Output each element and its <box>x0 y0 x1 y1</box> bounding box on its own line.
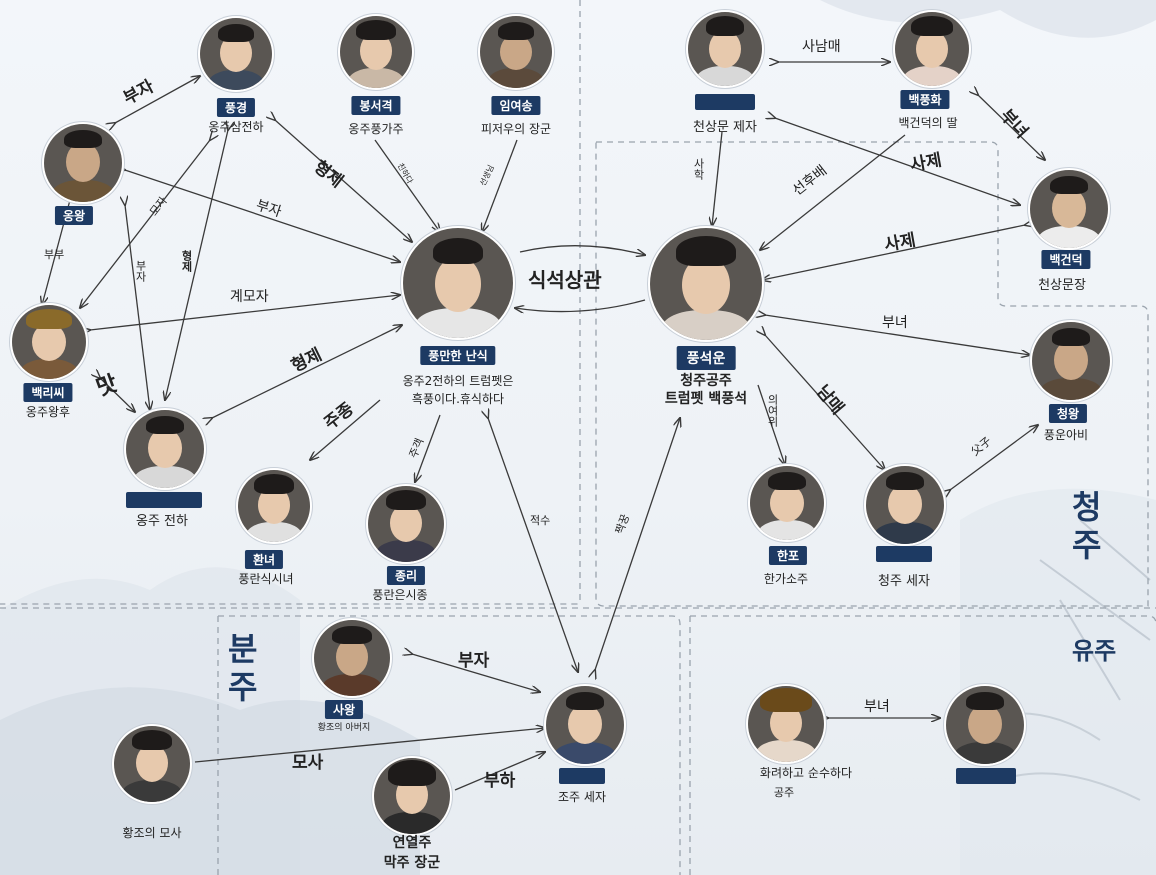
avatar <box>368 486 444 562</box>
nameplate: 옹왕 <box>54 206 94 225</box>
nameplate: 백건덕 <box>1041 250 1091 269</box>
avatar <box>314 620 390 696</box>
relation-label: 사제 <box>908 150 944 176</box>
avatar <box>126 410 204 488</box>
description: 연열주 <box>392 835 432 851</box>
relation-label: 형제 <box>180 250 193 272</box>
description: 옹주2전하의 트럼펫은 흑풍이다.휴식하다 <box>402 374 514 406</box>
nameplate: 백리씨 <box>23 383 73 402</box>
avatar <box>340 16 412 88</box>
description: 풍란식시녀 <box>238 572 294 586</box>
nameplate: 사왕 <box>324 700 364 719</box>
avatar <box>1032 322 1110 400</box>
avatar <box>650 228 762 340</box>
relation-label: 부하 <box>484 771 516 791</box>
description: 공주 <box>773 786 795 799</box>
description: 황조의 아버지 <box>317 723 371 733</box>
relation-label: 부녀 <box>882 315 908 331</box>
description: 옹주삼전하 <box>208 120 264 134</box>
nameplate: 종리 <box>386 566 426 585</box>
avatar <box>44 124 122 202</box>
nameplate: 풍만한 난식 <box>420 346 496 365</box>
nameplate <box>956 768 1016 784</box>
relation-label: 부자 <box>134 260 147 282</box>
avatar <box>895 12 969 86</box>
description: 청주공주 트럼펫 백풍석 <box>664 373 748 407</box>
nameplate: 봉서격 <box>351 96 401 115</box>
relation-label: 부자 <box>458 651 490 671</box>
description: 천상문 제자 <box>693 120 757 135</box>
avatar <box>403 228 513 338</box>
description: 청주 세자 <box>878 574 930 589</box>
description: 옹주왕후 <box>25 405 71 419</box>
nameplate: 풍경 <box>216 98 256 117</box>
description: 옹주 전하 <box>136 514 188 529</box>
avatar <box>688 12 762 86</box>
relation-label: 모사 <box>292 753 324 773</box>
avatar <box>946 686 1024 764</box>
relation-label: 사남매 <box>802 39 841 55</box>
avatar <box>748 686 824 762</box>
relation-label: 부녀 <box>864 699 890 715</box>
relation-label: 부부 <box>44 248 65 261</box>
relation-label: 의여위 <box>766 394 779 427</box>
nameplate: 청왕 <box>1048 404 1088 423</box>
region-label-yuju: 유주 <box>1072 637 1117 665</box>
nameplate <box>559 768 605 784</box>
relation-label: 계모자 <box>230 289 269 305</box>
avatar <box>750 466 824 540</box>
region-label-cheongju: 청 주 <box>1072 488 1102 564</box>
avatar <box>114 726 190 802</box>
nameplate: 임여송 <box>491 96 541 115</box>
description: 풍운아비 <box>1043 428 1089 442</box>
description: 화려하고 순수하다 <box>759 766 853 780</box>
relation-label: 사학 <box>692 158 705 180</box>
avatar <box>480 16 552 88</box>
nameplate <box>126 492 202 508</box>
avatar <box>12 305 86 379</box>
nameplate: 환녀 <box>244 550 284 569</box>
avatar <box>200 18 272 90</box>
region-label-bunju: 분 주 <box>228 630 258 706</box>
avatar <box>374 758 450 834</box>
nameplate: 풍석운 <box>676 346 736 370</box>
description: 황조의 모사 <box>122 826 182 840</box>
nameplate: 백풍화 <box>900 90 950 109</box>
relation-label: 식석상관 <box>528 268 602 292</box>
avatar <box>238 470 310 542</box>
description: 백건덕의 딸 <box>898 116 958 130</box>
avatar <box>546 686 624 764</box>
relation-label: 적수 <box>530 514 551 527</box>
description: 피저우의 장군 <box>480 122 552 136</box>
description: 천상문장 <box>1038 278 1086 293</box>
description: 조주 세자 <box>558 790 606 804</box>
avatar <box>866 466 944 544</box>
nameplate: 한포 <box>768 546 808 565</box>
nameplate <box>695 94 755 110</box>
description: 한가소주 <box>763 572 809 586</box>
description: 막주 장군 <box>383 855 441 871</box>
relation-label: 사제 <box>882 230 918 256</box>
avatar <box>1030 170 1108 248</box>
description: 옹주풍가주 <box>348 122 404 136</box>
nameplate <box>876 546 932 562</box>
description: 풍란은시종 <box>372 588 428 602</box>
